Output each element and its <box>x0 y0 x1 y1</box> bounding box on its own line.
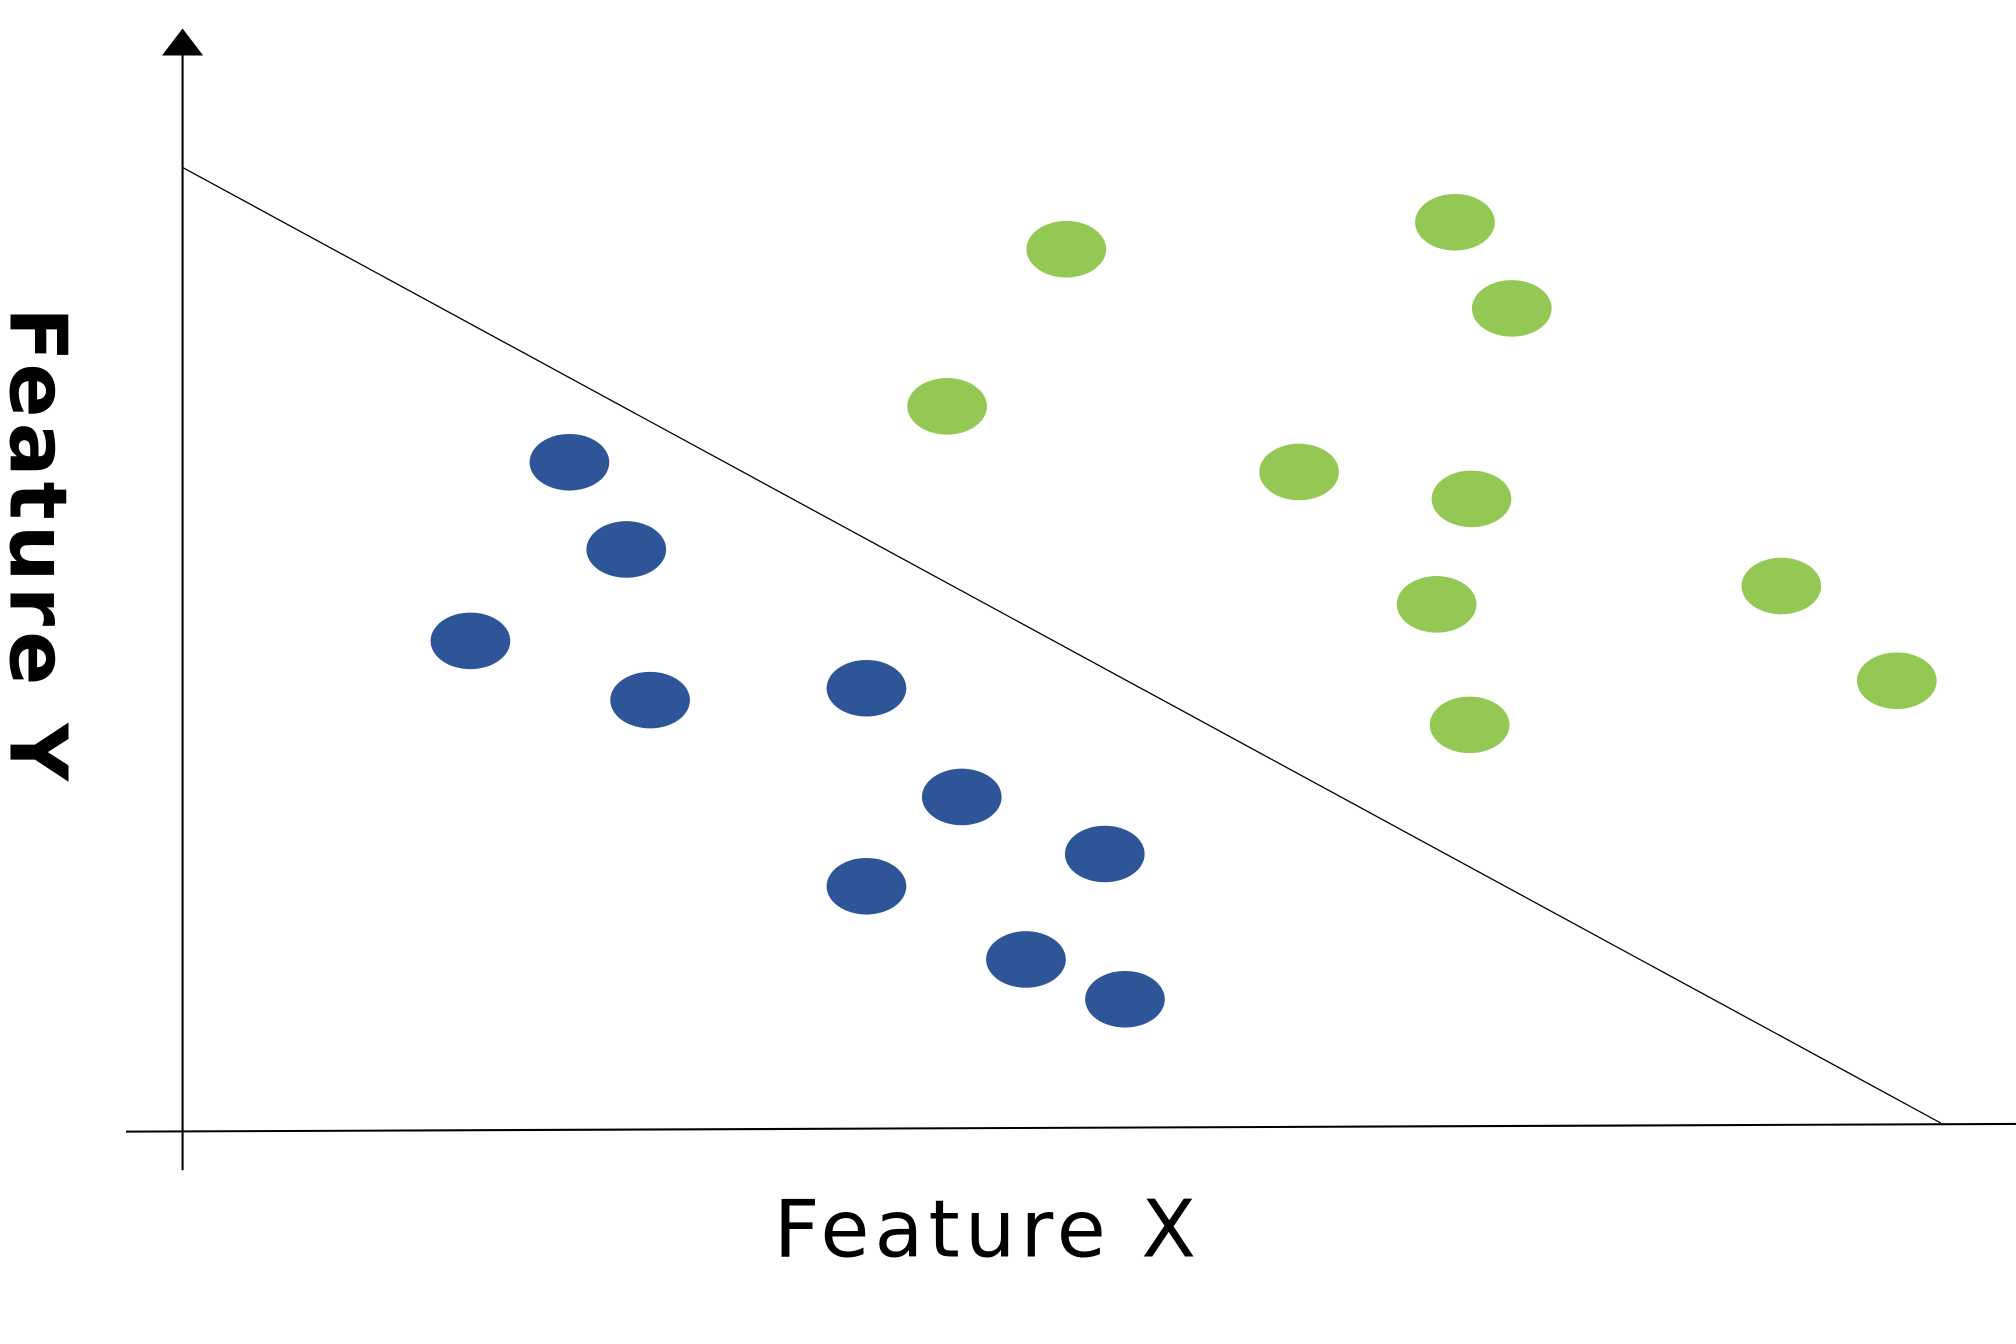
data-point-series-2 <box>1026 220 1107 278</box>
data-point-series-1 <box>921 768 1002 826</box>
data-point-series-1 <box>610 671 690 729</box>
data-point-series-2 <box>1429 696 1510 754</box>
data-point-series-2 <box>1259 443 1339 501</box>
data-point-series-1 <box>529 433 610 491</box>
data-point-series-1 <box>1085 970 1165 1028</box>
data-point-series-1 <box>986 931 1066 988</box>
data-point-series-1 <box>1064 825 1145 883</box>
x-axis-label: Feature X <box>774 1182 1201 1275</box>
data-point-series-1 <box>826 659 907 717</box>
data-point-series-2 <box>1471 280 1552 337</box>
data-point-series-2 <box>1741 557 1822 615</box>
data-point-series-1 <box>430 612 511 670</box>
data-point-series-1 <box>826 857 907 915</box>
data-point-series-1 <box>586 521 667 578</box>
decision-boundary-line <box>182 166 1942 1124</box>
y-axis-arrow-icon <box>162 28 204 56</box>
data-point-series-2 <box>1415 194 1495 251</box>
data-point-series-2 <box>1856 652 1937 710</box>
x-axis <box>125 1122 2016 1133</box>
data-point-series-2 <box>1396 576 1477 633</box>
y-axis-label: Feature Y <box>0 307 84 786</box>
data-point-series-2 <box>1431 470 1512 528</box>
data-point-series-2 <box>907 378 987 435</box>
